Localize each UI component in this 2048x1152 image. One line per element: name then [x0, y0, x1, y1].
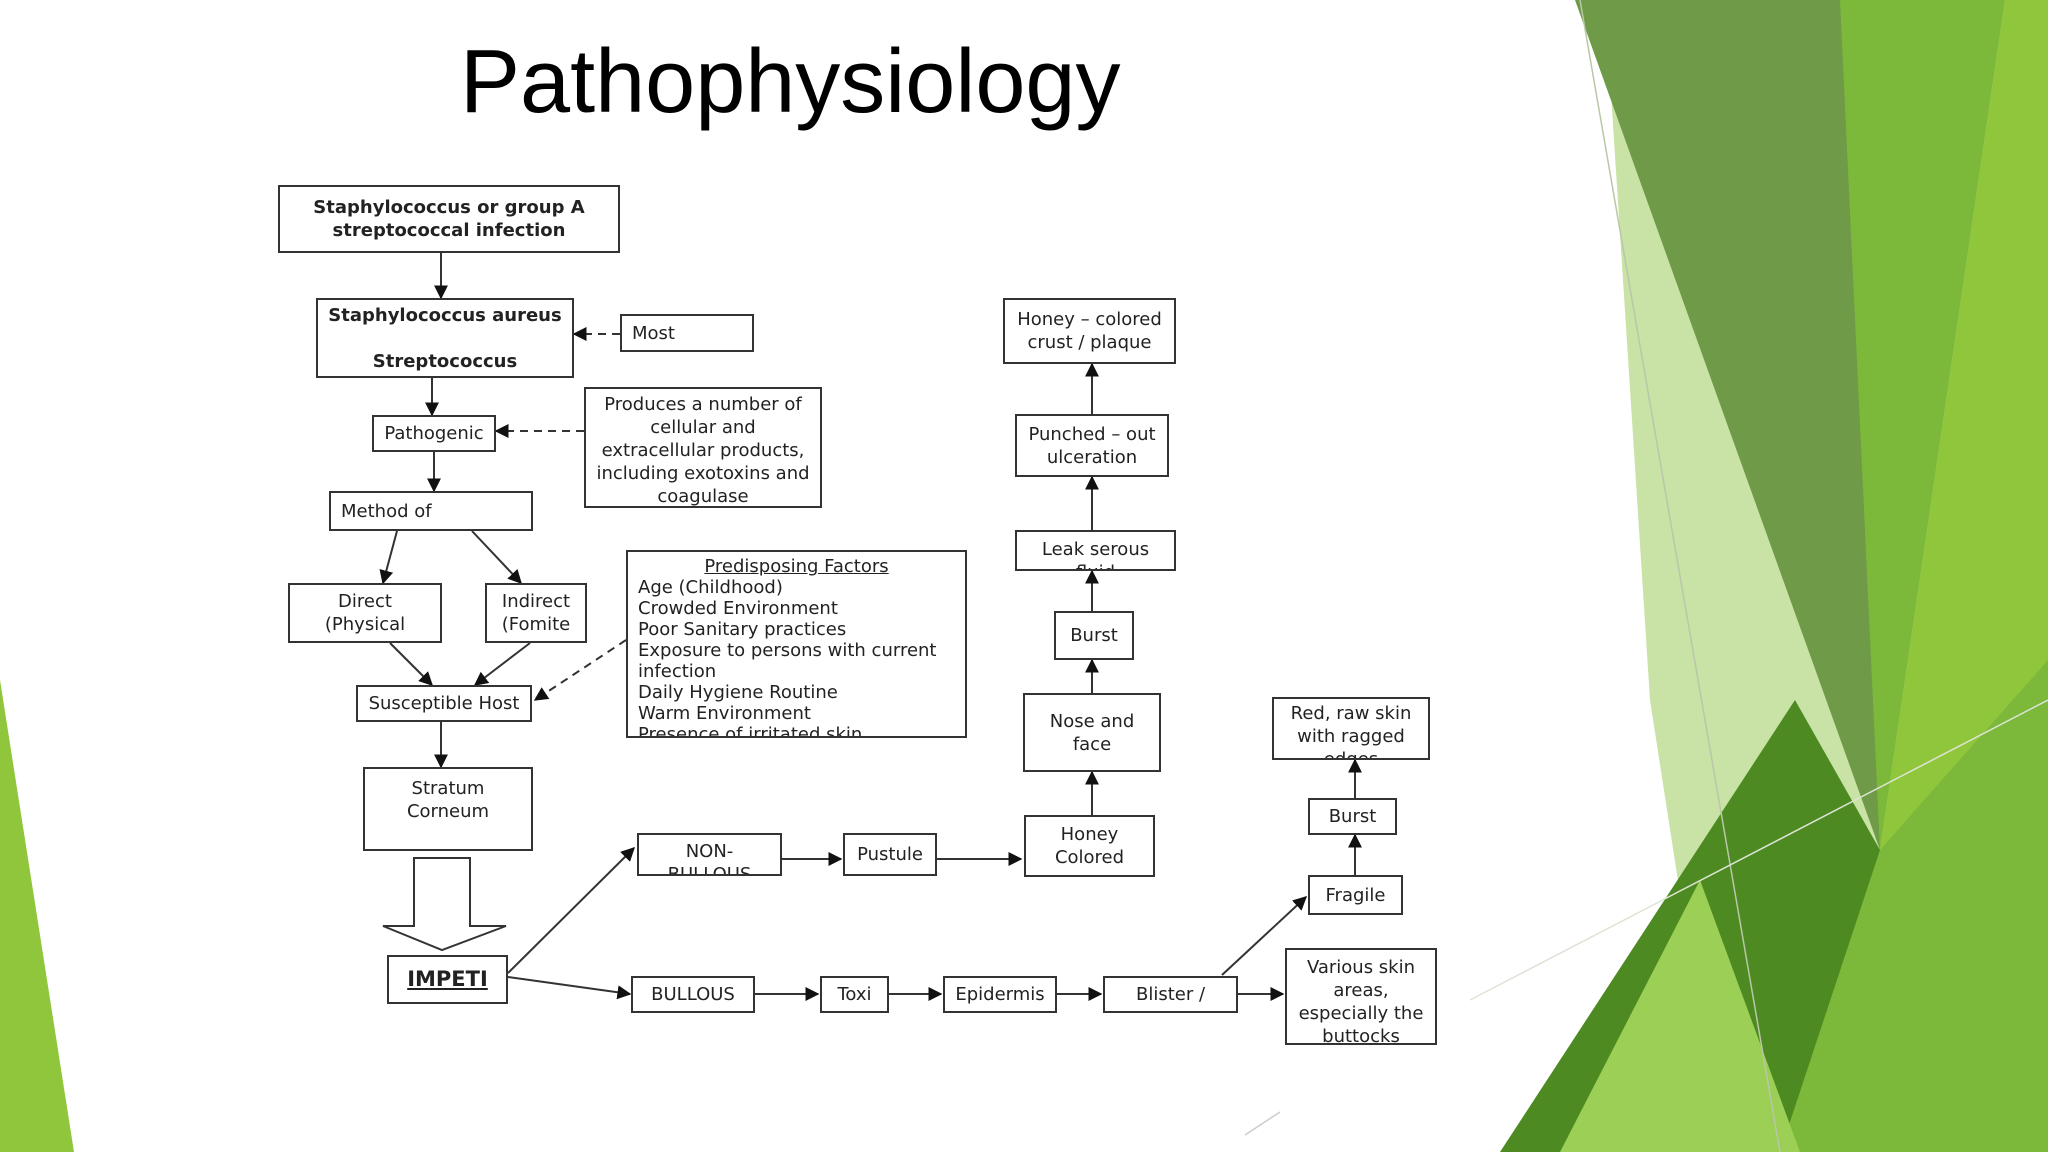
decor-line: [1579, 0, 1781, 1152]
node-most: Most: [620, 314, 754, 352]
node-blister: Blister /: [1103, 976, 1238, 1013]
node-susceptible-host: Susceptible Host: [356, 685, 532, 722]
arrow-direct-to-host: [389, 642, 433, 686]
node-toxi: Toxi: [820, 976, 889, 1013]
arrow-impeti-to-bullous: [507, 976, 632, 1000]
node-method: Method of: [329, 491, 533, 531]
node-products: Produces a number of cellular and extrac…: [584, 387, 822, 508]
predisposing-factors-box: Predisposing Factors Age (Childhood) Cro…: [626, 550, 967, 738]
node-fragile: Fragile: [1308, 875, 1403, 915]
node-direct: Direct (Physical: [288, 583, 442, 643]
node-various-skin: Various skin areas, especially the butto…: [1285, 948, 1437, 1045]
node-impeti: IMPETI: [387, 955, 508, 1004]
node-nose-and-face: Nose and face: [1023, 693, 1161, 772]
node-honey-colored: Honey Colored: [1024, 815, 1155, 877]
slide-title: Pathophysiology: [460, 32, 1121, 132]
node-honey-crust: Honey – colored crust / plaque: [1003, 298, 1176, 364]
node-pathogenic: Pathogenic: [372, 415, 496, 452]
arrow-indirect-to-host: [473, 642, 531, 686]
node-indirect: Indirect (Fomite: [485, 583, 587, 643]
decor-line: [1469, 699, 2048, 1001]
node-non-bullous: NON- BULLOUS: [637, 833, 782, 876]
node-red-raw-skin: Red, raw skin with ragged edges: [1272, 697, 1430, 760]
dashed-arrow-factors: [533, 639, 627, 701]
node-infection: Staphylococcus or group A streptococcal …: [278, 185, 620, 253]
bottom-mid-facet: [1780, 660, 2048, 1152]
left-green-band: [0, 680, 74, 1152]
node-organisms: Staphylococcus aureus Streptococcus: [316, 298, 574, 378]
node-burst-top: Burst: [1054, 611, 1134, 660]
node-pustule: Pustule: [843, 833, 937, 876]
node-leak-serous: Leak serous fluid: [1015, 530, 1176, 571]
arrow-impeti-to-nonbullous: [507, 847, 635, 974]
arrow-blister-to-fragile: [1221, 896, 1308, 976]
node-epidermis: Epidermis: [943, 976, 1057, 1013]
bottom-light-facet: [1560, 880, 1800, 1152]
right-dark-facet: [1575, 0, 1880, 850]
node-burst-right: Burst: [1308, 798, 1397, 835]
arrow-method-to-indirect: [471, 530, 522, 585]
right-mid-facet: [1840, 0, 2005, 850]
hollow-arrow-to-impeti: [382, 857, 507, 952]
predisposing-factors-title: Predisposing Factors: [704, 556, 889, 577]
node-stratum-corneum: Stratum Corneum: [363, 767, 533, 851]
node-bullous: BULLOUS: [631, 976, 755, 1013]
decor-line: [1244, 1111, 1281, 1136]
arrow-method-to-direct: [379, 530, 398, 585]
node-punched-out: Punched – out ulceration: [1015, 414, 1169, 477]
predisposing-factors-list: Age (Childhood) Crowded Environment Poor…: [638, 577, 937, 738]
